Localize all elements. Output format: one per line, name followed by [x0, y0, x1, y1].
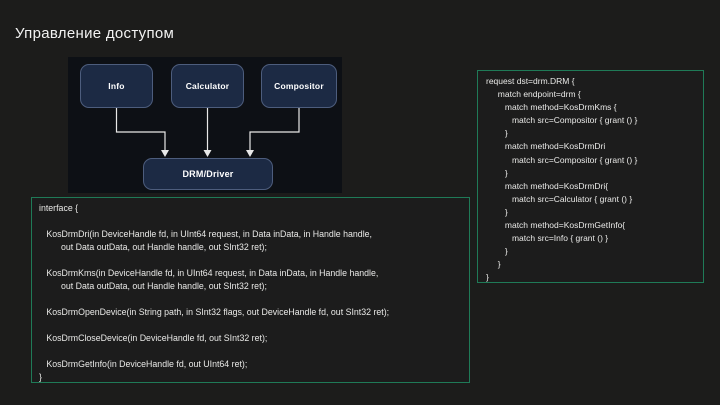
- node-info-label: Info: [108, 81, 125, 91]
- arrow-compositor-to-drm: [249, 108, 300, 151]
- slide-title: Управление доступом: [15, 25, 175, 42]
- node-drm-driver-label: DRM/Driver: [182, 169, 234, 179]
- node-drm-driver: DRM/Driver: [143, 158, 273, 190]
- arrowhead-compositor: [246, 150, 254, 157]
- node-compositor: Compositor: [261, 64, 337, 108]
- arrow-heads: [161, 150, 254, 157]
- arrowhead-info: [161, 150, 169, 157]
- arrowhead-calculator: [203, 150, 212, 157]
- node-calculator: Calculator: [171, 64, 244, 108]
- node-compositor-label: Compositor: [274, 81, 324, 91]
- node-calculator-label: Calculator: [185, 81, 230, 91]
- architecture-diagram: Info Calculator Compositor DRM/Driver: [68, 57, 342, 193]
- node-info: Info: [80, 64, 153, 108]
- interface-code-block: interface { KosDrmDri(in DeviceHandle fd…: [31, 197, 470, 383]
- diagram-arrows: [115, 108, 300, 157]
- arrow-lines: [115, 108, 300, 151]
- arrow-info-to-drm: [115, 108, 166, 151]
- policy-code-block: request dst=drm.DRM { match endpoint=drm…: [477, 70, 704, 283]
